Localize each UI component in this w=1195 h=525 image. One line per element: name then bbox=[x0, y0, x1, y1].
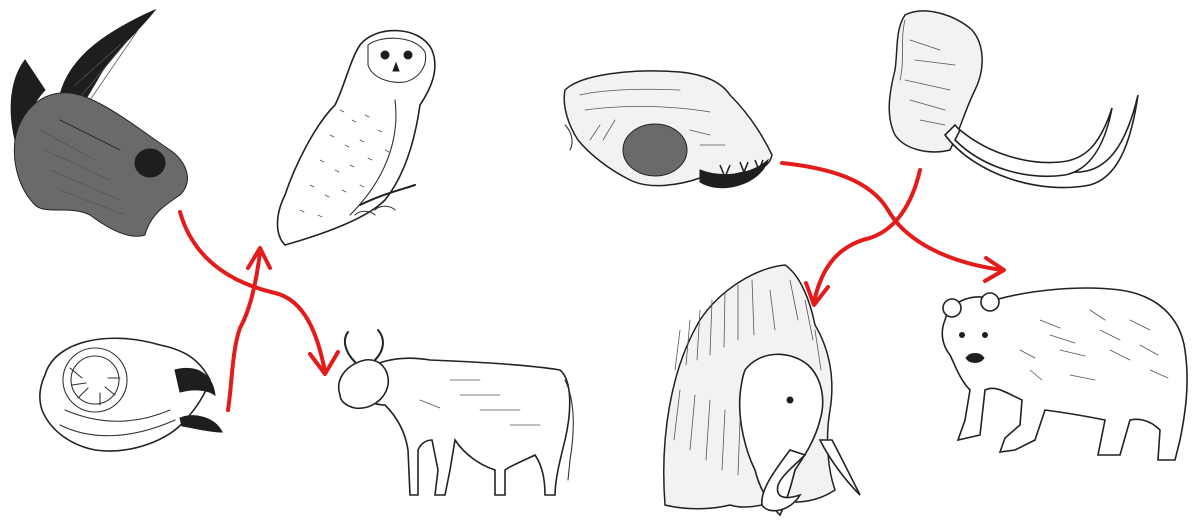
mammoth-skull-drawing bbox=[889, 11, 1138, 188]
aurochs-drawing bbox=[339, 330, 574, 495]
cave-bear-drawing bbox=[942, 288, 1187, 460]
woolly-mammoth-drawing bbox=[664, 265, 860, 515]
bison-skull-drawing bbox=[11, 10, 187, 236]
owl-skull-drawing bbox=[40, 338, 222, 451]
cave-bear-skull-drawing bbox=[564, 71, 772, 188]
arrow-cave-bear-skull-to-cave-bear bbox=[782, 163, 1002, 270]
snowy-owl-drawing bbox=[278, 31, 435, 245]
